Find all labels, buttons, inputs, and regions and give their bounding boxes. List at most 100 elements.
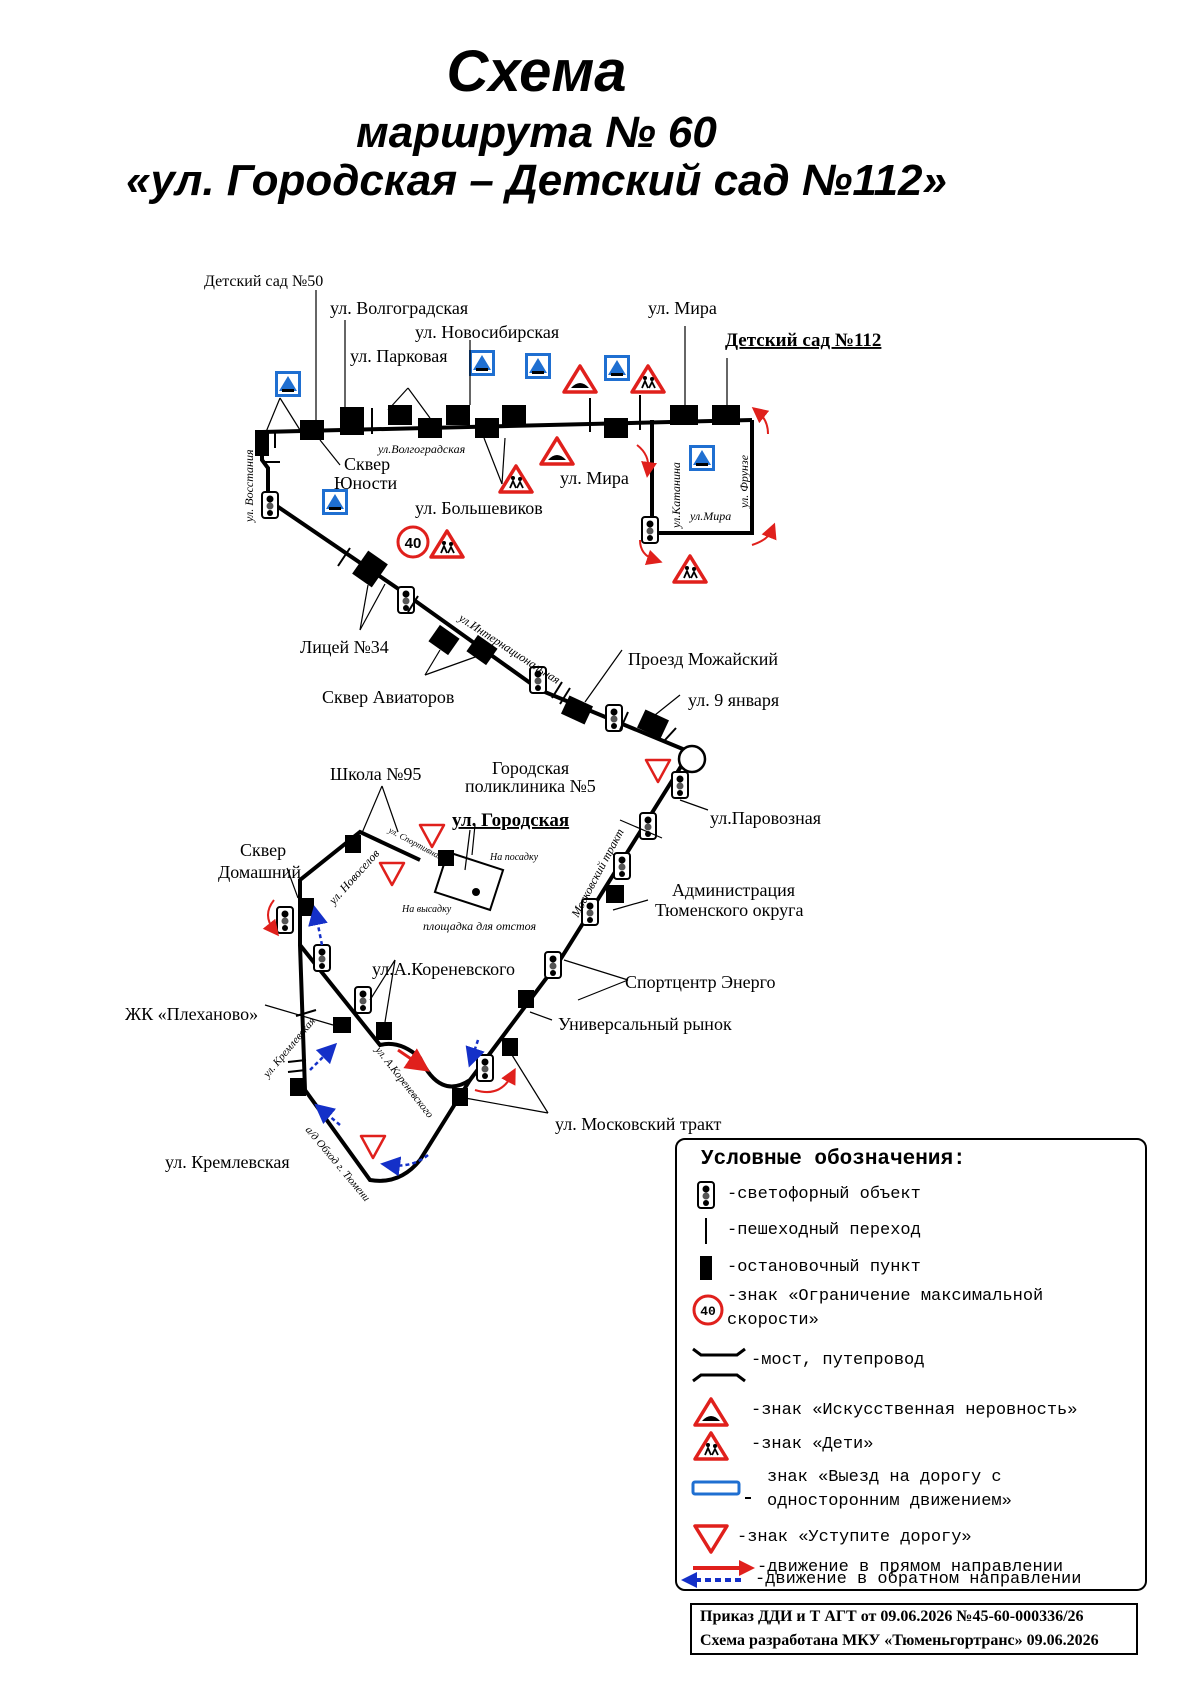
stop-label: ул. Волгоградская — [330, 298, 468, 318]
traffic-light-icon — [476, 1054, 494, 1082]
stop-marker — [300, 420, 324, 440]
depot-area — [433, 824, 505, 912]
crosswalk-sign-icon — [525, 353, 551, 379]
stop-label: ЖК «Плеханово» — [125, 1004, 258, 1024]
svg-text:40: 40 — [405, 535, 422, 552]
route-number-title: маршрута № 60 — [356, 108, 717, 157]
traffic-light-icon — [639, 812, 657, 840]
speed-bump-sign-icon — [693, 1397, 729, 1427]
stop-label: Сквер — [240, 840, 286, 860]
depot-label: площадка для отстоя — [423, 919, 537, 933]
stop-marker — [560, 695, 594, 725]
order-footer: Приказ ДДИ и Т АГТ от 09.06.2026 №45-60-… — [690, 1603, 1138, 1655]
road-signs: 40 — [275, 350, 715, 1160]
children-sign-icon — [672, 554, 708, 584]
developer-line: Схема разработана МКУ «Тюменьгортранс» 0… — [700, 1632, 1099, 1649]
stop-label: Спортцентр Энерго — [625, 972, 776, 992]
stop-marker — [502, 405, 526, 425]
stop-marker — [388, 405, 412, 425]
traffic-light-icon — [605, 704, 623, 732]
traffic-light-icon — [671, 771, 689, 799]
traffic-light-icon — [261, 491, 279, 519]
stop-label: ул. Большевиков — [415, 498, 543, 518]
order-line: Приказ ДДИ и Т АГТ от 09.06.2026 №45-60-… — [700, 1608, 1084, 1625]
stop-label: поликлиника №5 — [465, 776, 596, 796]
direction-arrows — [262, 406, 777, 1177]
stop-label: ул.А.Кореневского — [372, 959, 515, 979]
stop-marker — [352, 550, 388, 588]
stop-label: ул.Паровозная — [710, 808, 821, 828]
stop-label: ул. Мира — [560, 468, 629, 488]
scheme-title: Схема — [446, 39, 627, 104]
stop-label: Администрация — [672, 880, 795, 900]
crosswalk-sign-icon — [604, 355, 630, 381]
stop-marker — [452, 1088, 468, 1106]
stop-label: ул. 9 января — [688, 690, 779, 710]
stop-label: Детский сад №50 — [204, 273, 323, 290]
traffic-light-icon — [641, 516, 659, 544]
roundabout — [677, 744, 707, 774]
children-sign-icon — [498, 464, 534, 494]
stop-label: ул. Парковая — [350, 346, 448, 366]
stop-label: ул. Мира — [648, 298, 717, 318]
stop-label: Юности — [334, 473, 397, 493]
stop-marker — [376, 1022, 392, 1040]
speed-bump-sign-icon — [539, 436, 575, 466]
speed-bump-sign-icon — [562, 364, 598, 394]
stop-marker — [290, 1078, 306, 1096]
stop-label: Сквер Авиаторов — [322, 687, 454, 707]
traffic-light-icon — [544, 951, 562, 979]
stop-marker — [428, 624, 460, 656]
stop-marker — [712, 405, 740, 425]
street-label: ул.Волгоградская — [377, 442, 466, 456]
stop-marker — [636, 709, 670, 739]
stop-label: Тюменского округа — [655, 900, 803, 920]
street-label: ул.Мира — [689, 509, 731, 523]
speed-limit-sign-icon: 40 — [396, 525, 430, 559]
traffic-light-icon — [613, 852, 631, 880]
children-sign-icon — [429, 529, 465, 559]
forward-arrow-icon — [693, 1560, 755, 1576]
stop-marker — [345, 835, 361, 853]
stop-label: Лицей №34 — [300, 637, 389, 657]
stop-label: Проезд Можайский — [628, 649, 778, 669]
stop-marker — [333, 1017, 351, 1033]
children-sign-icon — [630, 364, 666, 394]
stop-marker — [418, 418, 442, 438]
stop-label-terminal: Детский сад №112 — [725, 330, 881, 351]
stop-label: ул. Новосибирская — [415, 322, 559, 342]
yield-sign-icon — [693, 1524, 729, 1554]
crosswalk-sign-icon — [275, 371, 301, 397]
stop-label: Школа №95 — [330, 764, 421, 784]
bridge-icon — [692, 1347, 746, 1383]
yield-sign-icon — [644, 758, 672, 784]
stop-marker — [466, 634, 498, 666]
stop-marker — [255, 430, 269, 456]
stops — [255, 405, 740, 1106]
stop-icon — [700, 1256, 712, 1280]
stop-label: Сквер — [344, 454, 390, 474]
street-label: ул. Восстания — [242, 449, 256, 523]
stop-marker — [340, 407, 364, 435]
street-label: ул. Фрунзе — [737, 454, 751, 509]
stop-label: Городская — [492, 758, 569, 778]
traffic-light-icon — [313, 944, 331, 972]
stop-marker — [604, 418, 628, 438]
stop-marker — [518, 990, 534, 1008]
children-sign-icon — [693, 1431, 729, 1461]
one-way-sign-icon — [691, 1480, 751, 1499]
stop-label-terminal: ул. Городская — [452, 810, 569, 831]
depot-label: На высадку — [401, 904, 452, 915]
stop-marker — [502, 1038, 518, 1056]
route-line-north — [260, 418, 754, 1183]
yield-sign-icon — [378, 861, 406, 887]
route-name-title: «ул. Городская – Детский сад №112» — [126, 156, 947, 205]
traffic-light-icon — [697, 1181, 715, 1209]
stop-labels: Детский сад №50 ул. Волгоградская ул. Но… — [125, 273, 881, 1172]
backward-arrow-icon — [681, 1572, 743, 1588]
traffic-light-icon — [397, 586, 415, 614]
street-label: ул.Катанина — [669, 462, 683, 529]
stop-label: Универсальный рынок — [558, 1014, 732, 1034]
